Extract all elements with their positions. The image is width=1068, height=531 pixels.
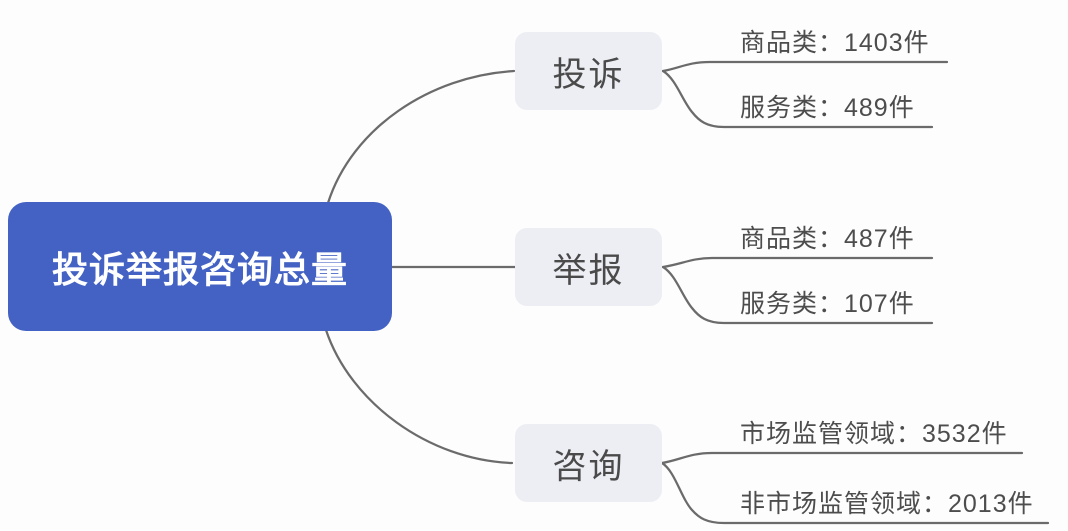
- root-node-label: 投诉举报咨询总量: [51, 248, 348, 290]
- branch-node-jubao[interactable]: 举报: [515, 228, 662, 306]
- link-tousu-leaf-1: [661, 60, 949, 73]
- branch-node-tousu[interactable]: 投诉: [515, 32, 662, 110]
- leaf-node-jubao-fuwu[interactable]: 服务类：107件: [740, 290, 915, 318]
- leaf-node-jubao-shangpin[interactable]: 商品类：487件: [740, 225, 915, 253]
- root-node[interactable]: 投诉举报咨询总量: [8, 202, 392, 331]
- link-tousu-leaf-2: [661, 69, 934, 129]
- link-root-to-tousu: [326, 69, 516, 205]
- link-jubao-leaf-2: [661, 265, 934, 325]
- branch-label: 咨询: [552, 447, 625, 486]
- leaf-node-zixun-shichang[interactable]: 市场监管领域：3532件: [740, 420, 1008, 448]
- branch-label: 举报: [552, 251, 625, 290]
- link-jubao-leaf-1: [661, 256, 934, 269]
- leaf-node-zixun-feishichang[interactable]: 非市场监管领域：2013件: [740, 490, 1034, 518]
- link-zixun-leaf-1: [660, 451, 1024, 465]
- link-root-to-zixun: [324, 328, 514, 465]
- branch-label: 投诉: [552, 55, 625, 94]
- branch-node-zixun[interactable]: 咨询: [515, 424, 662, 502]
- leaf-node-tousu-shangpin[interactable]: 商品类：1403件: [740, 29, 930, 57]
- link-zixun-leaf-2: [660, 461, 1050, 525]
- leaf-node-tousu-fuwu[interactable]: 服务类：489件: [740, 94, 915, 122]
